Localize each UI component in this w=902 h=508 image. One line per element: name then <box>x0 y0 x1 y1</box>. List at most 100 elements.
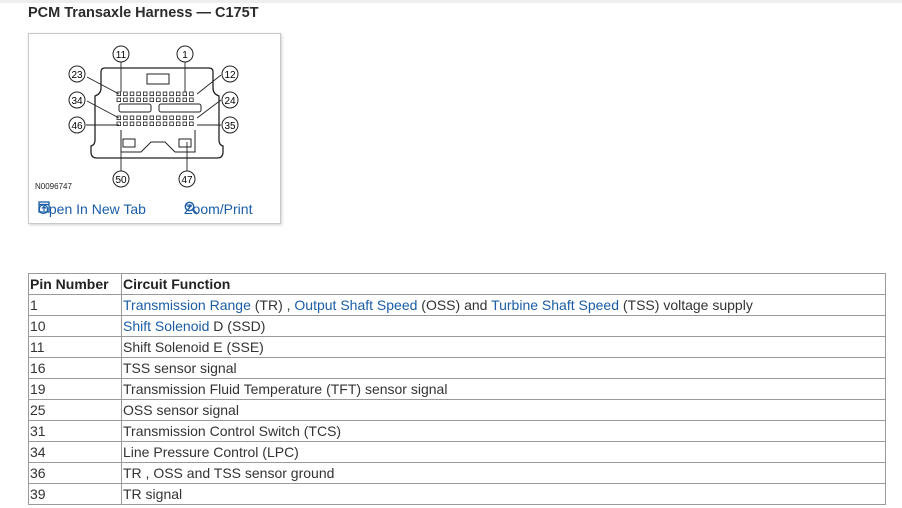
function-text: (TSS) voltage supply <box>618 297 753 313</box>
callout-marker: 1 <box>176 45 194 63</box>
pin-cavity <box>156 115 161 120</box>
pin-cavity <box>149 121 154 126</box>
pin-cavity <box>162 121 168 126</box>
glossary-link[interactable]: Shift Solenoid <box>123 318 210 334</box>
callout-label: 11 <box>116 50 127 61</box>
circuit-function-cell: Shift Solenoid D (SSD) <box>121 315 886 337</box>
callout-label: 24 <box>224 96 236 107</box>
connector-figure[interactable]: 11 1 23 12 34 24 46 35 50 47 N0096747 Op… <box>28 33 281 224</box>
open-tab-icon <box>38 201 50 213</box>
circuit-function-cell: TR signal <box>121 483 886 505</box>
zoom-print-label: Zoom/Print <box>184 201 253 217</box>
pin-cavity <box>136 91 141 96</box>
pin-cavity <box>189 97 194 102</box>
connector-outline <box>90 67 224 159</box>
pin-cavity <box>175 91 181 96</box>
pin-cavity <box>129 115 135 120</box>
circuit-function-cell: OSS sensor signal <box>121 399 886 421</box>
pin-cavity <box>123 91 128 96</box>
pin-number-cell: 16 <box>28 357 122 379</box>
zoom-print-link[interactable]: Zoom/Print <box>184 201 252 217</box>
header-circuit-function: Circuit Function <box>121 273 886 295</box>
callout-label: 35 <box>224 121 236 132</box>
open-in-new-tab-label: Open In New Tab <box>38 201 146 217</box>
circuit-function-cell: Shift Solenoid E (SSE) <box>121 336 886 358</box>
pin-cavity <box>149 97 154 102</box>
pin-cavity <box>116 115 121 120</box>
pin-cavity <box>175 97 181 102</box>
page-title: PCM Transaxle Harness — C175T <box>28 5 259 21</box>
figure-code: N0096747 <box>35 182 72 191</box>
pin-cavity <box>182 91 187 96</box>
pin-cavity <box>149 91 154 96</box>
pin-cavity <box>123 121 128 126</box>
pin-cavity <box>156 121 161 126</box>
callout-marker: 47 <box>178 170 196 188</box>
pin-cavity <box>149 115 154 120</box>
pin-cavity <box>156 91 161 96</box>
circuit-function-cell: Line Pressure Control (LPC) <box>121 441 886 463</box>
pin-cavity <box>162 115 168 120</box>
pin-cavity <box>143 91 148 96</box>
callout-marker: 34 <box>68 91 86 109</box>
pin-cavity <box>175 115 181 120</box>
glossary-link[interactable]: Turbine Shaft Speed <box>491 297 619 313</box>
glossary-link[interactable]: Transmission Range <box>123 297 251 313</box>
pin-cavity <box>129 91 135 96</box>
callout-label: 50 <box>115 175 127 186</box>
pin-number-cell: 10 <box>28 315 122 337</box>
function-text: TR , OSS and TSS sensor ground <box>123 465 335 481</box>
pin-cavity <box>189 91 194 96</box>
connector-terminal <box>122 138 136 148</box>
pin-cavity <box>123 115 128 120</box>
function-text: D (SSD) <box>209 318 266 334</box>
pin-number-cell: 1 <box>28 294 122 316</box>
function-text: Transmission Fluid Temperature (TFT) sen… <box>123 381 448 397</box>
callout-label: 1 <box>182 50 188 61</box>
table-header-row: Pin Number Circuit Function <box>28 273 886 295</box>
pin-cavity <box>169 121 174 126</box>
glossary-link[interactable]: Output Shaft Speed <box>294 297 418 313</box>
open-in-new-tab-link[interactable]: Open In New Tab <box>38 201 146 217</box>
pin-cavity <box>156 97 161 102</box>
function-text: TR signal <box>123 486 183 502</box>
circuit-function-cell: Transmission Fluid Temperature (TFT) sen… <box>121 378 886 400</box>
function-text: Line Pressure Control (LPC) <box>123 444 299 460</box>
pin-cavity <box>143 115 148 120</box>
zoom-icon <box>184 201 198 215</box>
callout-marker: 46 <box>68 116 86 134</box>
function-text: Transmission Control Switch (TCS) <box>123 423 342 439</box>
callout-marker: 50 <box>112 170 130 188</box>
pin-rows <box>116 91 194 126</box>
circuit-function-cell: TSS sensor signal <box>121 357 886 379</box>
callout-label: 47 <box>181 175 193 186</box>
callout-marker: 35 <box>221 116 239 134</box>
connector-diagram: 11 1 23 12 34 24 46 35 50 47 <box>68 45 239 188</box>
pin-cavity <box>136 115 141 120</box>
pin-cavity <box>175 121 181 126</box>
pin-cavity <box>116 91 121 96</box>
pin-number-cell: 36 <box>28 462 122 484</box>
pin-cavity <box>162 91 168 96</box>
pin-number-cell: 25 <box>28 399 122 421</box>
callout-marker: 12 <box>221 65 239 83</box>
connector-terminal <box>178 138 192 148</box>
pin-cavity <box>182 121 187 126</box>
pin-cavity <box>162 97 168 102</box>
pin-cavity <box>169 97 174 102</box>
connector-cavity <box>120 130 196 153</box>
pin-number-cell: 39 <box>28 483 122 505</box>
connector-slot <box>118 103 152 113</box>
pin-cavity <box>189 115 194 120</box>
circuit-function-cell: Transmission Control Switch (TCS) <box>121 420 886 442</box>
callout-label: 12 <box>224 70 236 81</box>
callout-marker: 24 <box>221 91 239 109</box>
